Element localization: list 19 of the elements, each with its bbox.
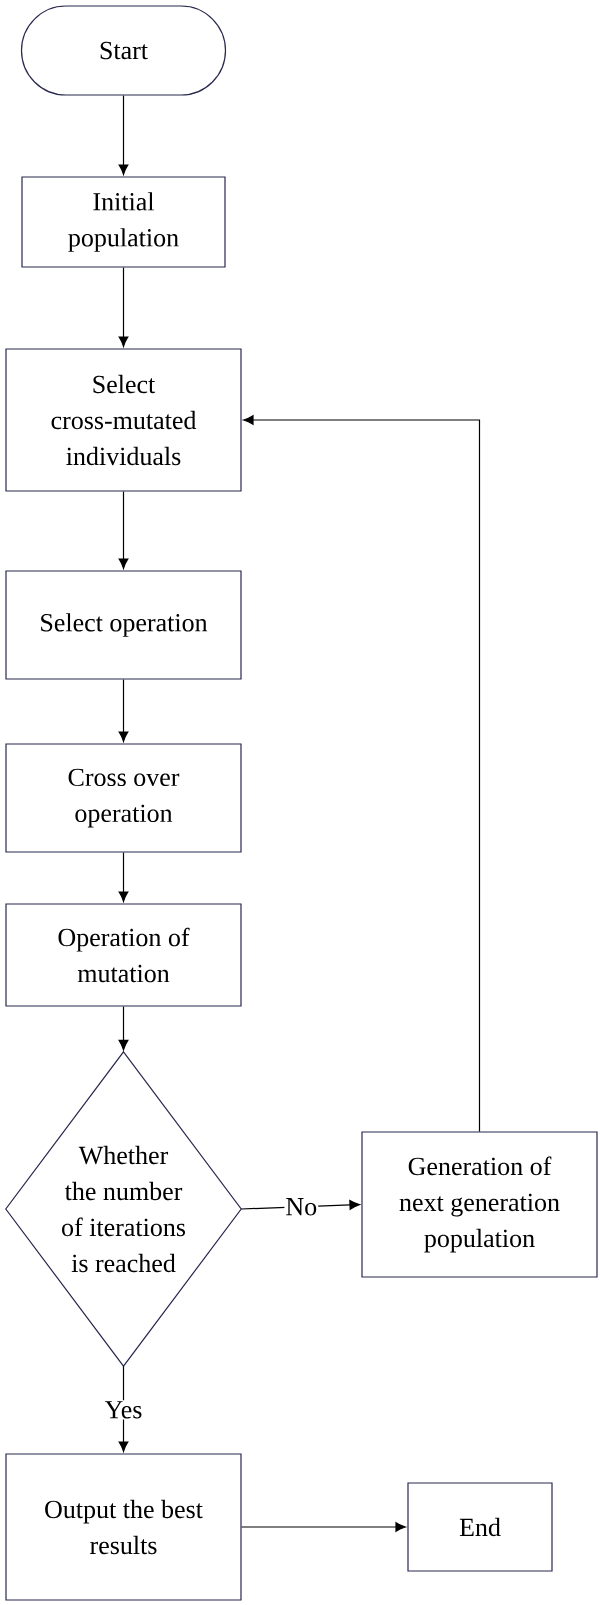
arrow: [241, 1522, 406, 1532]
process-box: Output the best results: [5, 1453, 242, 1601]
arrow: [118, 679, 129, 742]
arrow: [118, 95, 129, 175]
process-box: Cross over operation: [5, 743, 242, 853]
arrow: [118, 852, 129, 902]
arrow: [118, 1365, 129, 1452]
edge-label: No: [284, 1197, 319, 1217]
process-box: Initial population: [21, 176, 226, 268]
process-box: Generation of next generation population: [361, 1131, 598, 1278]
process-box: Select cross-mutated individuals: [5, 348, 242, 492]
arrow: [118, 267, 129, 347]
arrow: [118, 491, 129, 569]
process-box: End: [407, 1482, 553, 1572]
process-box: Select operation: [5, 570, 242, 680]
edge-label: Yes: [103, 1400, 144, 1420]
arrow: [243, 415, 481, 1132]
process-box: Operation of mutation: [5, 903, 242, 1007]
arrow: [118, 1006, 129, 1051]
